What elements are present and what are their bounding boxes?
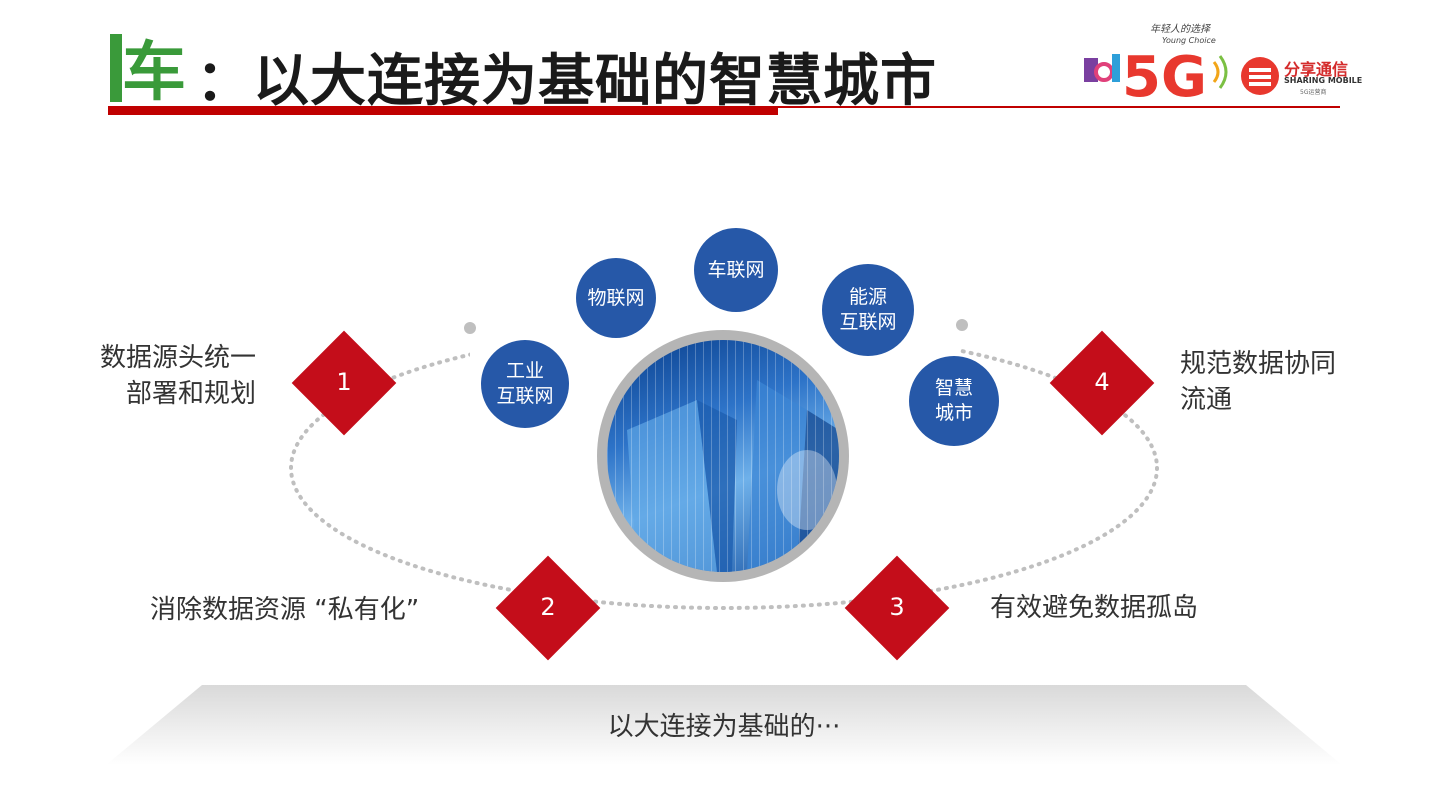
bubble-iot: 物联网 [576,258,656,338]
footer-caption: 以大连接为基础的··· [607,712,841,742]
title-rule-accent [108,106,778,115]
step-4-number: 4 [1094,368,1110,396]
floor-platform [106,685,1342,765]
bubble-smart-city: 智慧城市 [909,356,999,446]
bubble-energy-internet: 能源互联网 [822,264,914,356]
step-3-number: 3 [889,593,905,621]
car-logo-icon: 车 [108,34,186,110]
page-title: ：以大连接为基础的智慧城市 [196,49,937,114]
step-2-label: 消除数据资源 “私有化” [150,595,420,625]
logo-char: 车 [122,36,186,104]
sharing-mobile-logo-icon [1240,56,1280,96]
step-3-label: 有效避免数据孤岛 [990,593,1199,623]
step-1-label: 数据源头统一 部署和规划 [100,343,257,409]
step-1-number: 1 [336,368,352,396]
brand-share-tag: 5G运营商 [1300,89,1327,96]
bubble-industrial-internet: 工业互联网 [481,340,569,428]
step-2-number: 2 [540,593,556,621]
svg-text:5G: 5G [1122,45,1207,104]
bubble-vehicle-network: 车联网 [694,228,778,312]
city-buildings-image [607,340,839,572]
brand-share-en: SHARING MOBILE [1284,76,1363,85]
brand-share-name: 分享通信 [1284,60,1349,79]
brand-5g-logo-icon: 5G [1082,40,1232,110]
step-4-label: 规范数据协同 流通 [1180,349,1337,415]
